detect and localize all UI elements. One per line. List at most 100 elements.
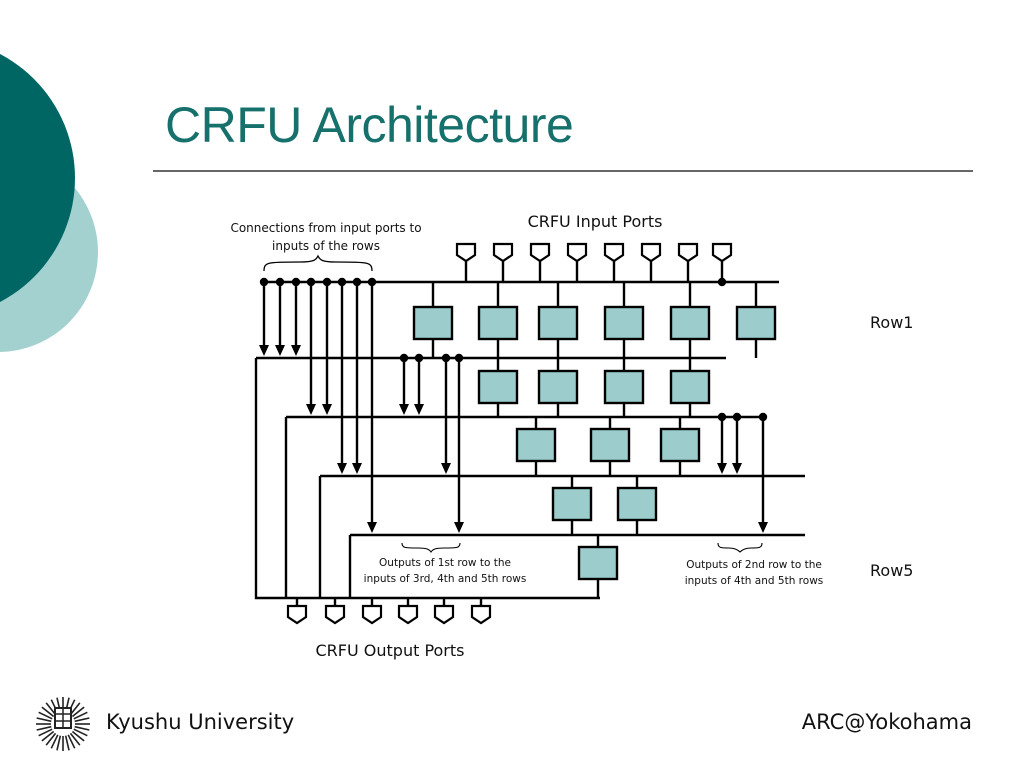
- input-port-1: [455, 242, 477, 263]
- arrow-head: [337, 463, 347, 474]
- arrow-head: [275, 345, 285, 356]
- junction-dot: [291, 277, 301, 287]
- pe-row1-6: [735, 305, 777, 341]
- brace-row2-outputs: [717, 542, 763, 553]
- emblem-ray: [71, 706, 85, 718]
- pe-row1-4: [603, 305, 645, 341]
- junction-dot: [441, 353, 451, 363]
- input-port-7: [677, 242, 699, 263]
- emblem-ray: [71, 730, 85, 742]
- arrow-head: [322, 404, 332, 415]
- emblem-ray: [38, 711, 53, 720]
- kyushu-university-emblem: [36, 697, 90, 751]
- pe-row2-2: [537, 369, 579, 405]
- emblem-ray: [36, 717, 52, 723]
- brace-input-connections: [263, 254, 373, 272]
- pe-row1-1: [412, 305, 454, 341]
- pe-row3-1: [515, 427, 557, 463]
- pe-row3-2: [589, 427, 631, 463]
- arrow-head: [367, 522, 377, 533]
- junction-dot: [717, 277, 727, 287]
- emblem-ray: [74, 717, 90, 723]
- pe-row4-2: [616, 486, 658, 522]
- pe-row2-3: [603, 369, 645, 405]
- emblem-ray: [41, 706, 55, 718]
- emblem-ray: [36, 725, 52, 731]
- emblem-ray: [45, 732, 57, 746]
- arrow-head: [441, 463, 451, 474]
- pe-group: [412, 305, 777, 581]
- arrow-head: [399, 404, 409, 415]
- note-row1-outputs-line1: Outputs of 1st row to the: [379, 557, 511, 569]
- emblem-ray: [74, 725, 90, 731]
- pe-row2-4: [669, 369, 711, 405]
- arrow-head: [291, 345, 301, 356]
- arrow-head: [306, 404, 316, 415]
- row5-label: Row5: [870, 561, 913, 580]
- junction-dot: [399, 353, 409, 363]
- emblem-ray: [69, 702, 81, 716]
- arrow-head: [732, 463, 742, 474]
- arrow-head: [352, 463, 362, 474]
- arrow-head: [414, 404, 424, 415]
- junction-dot: [322, 277, 332, 287]
- emblem-ray: [45, 702, 57, 716]
- junction-dot: [414, 353, 424, 363]
- slide-title: CRFU Architecture: [165, 97, 574, 153]
- junction-dot: [367, 277, 377, 287]
- pe-row5-1: [577, 545, 619, 581]
- pe-row1-2: [477, 305, 519, 341]
- input-ports-label: CRFU Input Ports: [528, 212, 663, 231]
- input-port-6: [640, 242, 662, 263]
- emblem-ray: [73, 728, 88, 737]
- junction-dot: [275, 277, 285, 287]
- footer-university-name: Kyushu University: [106, 710, 295, 734]
- note-row1-outputs-line2: inputs of 3rd, 4th and 5th rows: [364, 573, 527, 585]
- junction-dot: [758, 412, 768, 422]
- emblem-ray: [67, 734, 76, 749]
- emblem-ray: [73, 711, 88, 720]
- junction-dots-group: [259, 277, 768, 422]
- pe-row3-3: [659, 427, 701, 463]
- output-port-4: [397, 604, 419, 625]
- input-port-3: [529, 242, 551, 263]
- output-bus: [254, 358, 600, 600]
- emblem-ray: [41, 730, 55, 742]
- emblem-ray: [69, 732, 81, 746]
- footer-event-name: ARC@Yokohama: [801, 710, 972, 734]
- note-row2-outputs-line2: inputs of 4th and 5th rows: [685, 575, 824, 587]
- note-connections-line1: Connections from input ports to: [230, 221, 421, 235]
- note-row2-outputs-line1: Outputs of 2nd row to the: [686, 559, 822, 571]
- arrow-head: [717, 463, 727, 474]
- junction-dot: [454, 353, 464, 363]
- pe-row4-1: [551, 486, 593, 522]
- brace-row1-outputs: [401, 542, 461, 553]
- input-port-4: [566, 242, 588, 263]
- junction-dot: [732, 412, 742, 422]
- pe-row1-5: [669, 305, 711, 341]
- output-port-6: [470, 604, 492, 625]
- dark-teal-circle: [0, 54, 75, 302]
- arrow-head: [454, 522, 464, 533]
- emblem-ray: [50, 734, 59, 749]
- junction-dot: [337, 277, 347, 287]
- junction-dot: [352, 277, 362, 287]
- emblem-ray: [64, 735, 70, 751]
- emblem-ray: [38, 728, 53, 737]
- emblem-ray: [56, 735, 62, 751]
- note-connections-line2: inputs of the rows: [272, 239, 380, 253]
- row1-label: Row1: [870, 313, 913, 332]
- input-port-8: [711, 242, 733, 263]
- input-port-2: [492, 242, 514, 263]
- arrow-head: [259, 345, 269, 356]
- wires-group: [254, 261, 805, 608]
- junction-dot: [717, 412, 727, 422]
- arrow-head: [758, 522, 768, 533]
- output-port-1: [286, 604, 308, 625]
- output-port-5: [433, 604, 455, 625]
- ports-group: [286, 242, 733, 625]
- pe-row2-1: [477, 369, 519, 405]
